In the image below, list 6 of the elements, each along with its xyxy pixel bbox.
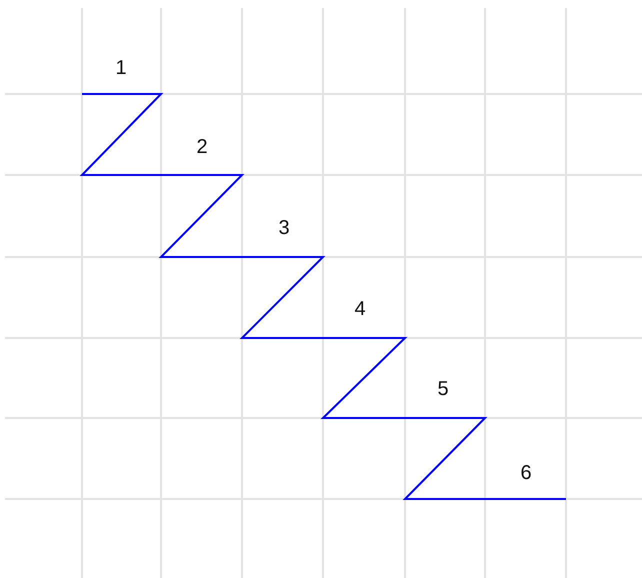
step-number: 1: [115, 58, 127, 78]
step-number: 5: [437, 379, 449, 399]
step-number: 2: [196, 137, 208, 157]
step-number: 6: [520, 463, 532, 483]
step-number: 3: [278, 218, 290, 238]
step-number: 4: [354, 299, 366, 319]
